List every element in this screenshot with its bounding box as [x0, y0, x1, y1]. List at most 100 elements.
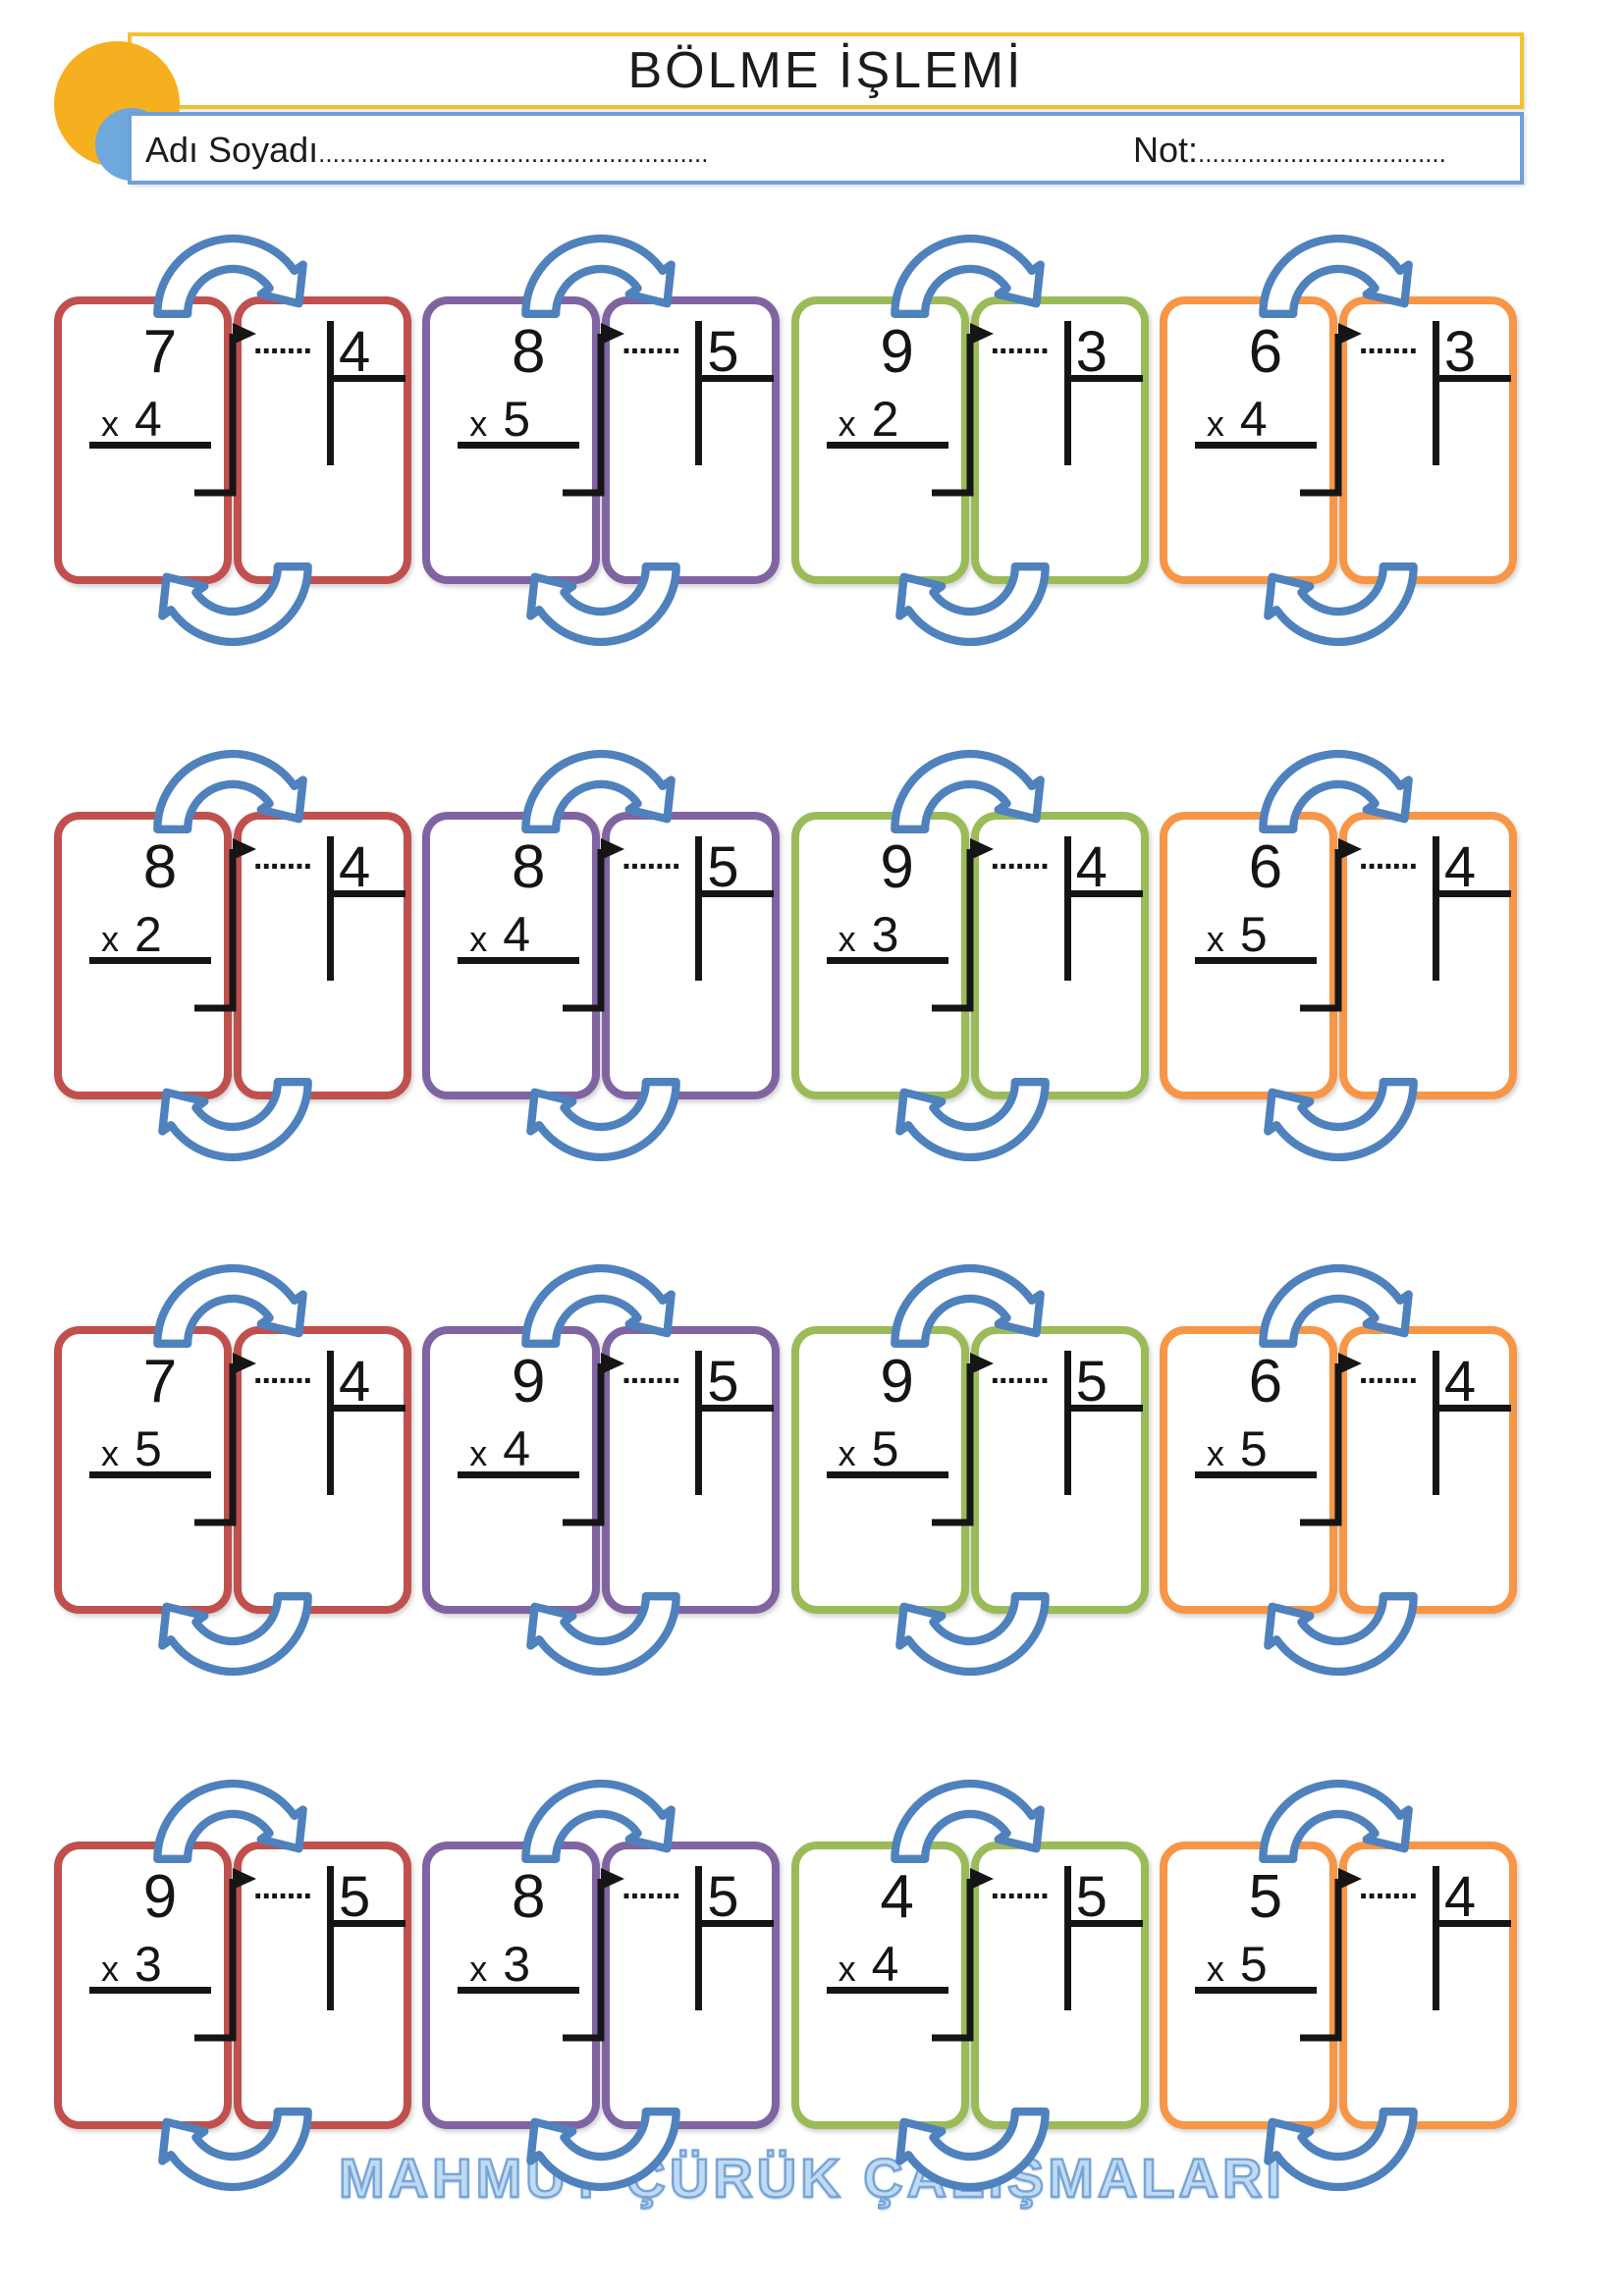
multiplier: 4 [135, 392, 162, 447]
division-bracket-vertical-line [1432, 1866, 1439, 2011]
division-bracket-vertical-line [327, 835, 334, 981]
dividend-blank[interactable]: ....... [622, 324, 680, 361]
division-panel [1338, 1326, 1517, 1615]
dividend-blank[interactable]: ....... [990, 1354, 1050, 1392]
quotient-answer-blank[interactable] [339, 1932, 396, 1989]
division-card: 7 x 4 ....... 4 [54, 234, 411, 647]
times-sign: x [1206, 403, 1224, 444]
multiplier: 5 [503, 392, 531, 447]
dividend-blank[interactable]: ....... [622, 1354, 680, 1392]
division-bracket-horizontal-line [695, 1920, 775, 1928]
grade-fill-in-line[interactable]: ................................... [1198, 138, 1446, 168]
product-answer-blank[interactable] [1195, 452, 1317, 499]
product-answer-blank[interactable] [458, 452, 579, 499]
product-answer-blank[interactable] [1195, 1997, 1317, 2044]
product-answer-blank[interactable] [458, 967, 579, 1014]
product-answer-blank[interactable] [89, 452, 211, 499]
dividend-blank[interactable]: ....... [990, 1869, 1050, 1907]
dividend-blank[interactable]: ....... [1358, 324, 1418, 361]
multiplier: 5 [1239, 906, 1268, 962]
division-bracket-vertical-line [1063, 1866, 1071, 2011]
division-panel [602, 1842, 781, 2130]
product-answer-blank[interactable] [827, 1481, 948, 1528]
times-sign: x [469, 1949, 488, 1990]
multiplier-row: x 4 [469, 910, 530, 959]
multiplier-row: x 5 [839, 1424, 899, 1473]
name-fill-in-line[interactable]: ........................................… [318, 138, 709, 168]
division-panel [970, 1326, 1149, 1615]
division-card: 9 x 3 ....... 4 [790, 749, 1149, 1161]
divisor: 4 [1443, 834, 1477, 899]
dividend-blank[interactable]: ....... [253, 324, 312, 361]
multiplicand: 7 [142, 1348, 178, 1416]
product-answer-blank[interactable] [458, 1481, 579, 1528]
dividend-blank[interactable]: ....... [1358, 1869, 1418, 1907]
multiplication-answer-line [826, 956, 948, 964]
quotient-answer-blank[interactable] [707, 1932, 764, 1989]
quotient-answer-blank[interactable] [1444, 387, 1501, 444]
division-bracket-vertical-line [327, 321, 334, 465]
dividend-blank[interactable]: ....... [253, 1354, 312, 1392]
multiplier: 4 [871, 1937, 899, 1993]
dividend-blank[interactable]: ....... [990, 838, 1050, 877]
multiplier-row: x 5 [1207, 1940, 1268, 1989]
product-answer-blank[interactable] [89, 1997, 211, 2044]
quotient-answer-blank[interactable] [339, 387, 396, 444]
dividend-blank[interactable]: ....... [253, 838, 312, 877]
quotient-answer-blank[interactable] [1444, 1416, 1501, 1473]
division-panel [234, 296, 411, 584]
division-card: 8 x 2 ....... 4 [54, 749, 411, 1161]
quotient-answer-blank[interactable] [707, 1416, 764, 1473]
division-bracket-vertical-line [695, 1351, 703, 1496]
division-bracket-horizontal-line [695, 375, 775, 382]
product-answer-blank[interactable] [89, 1481, 211, 1528]
dividend-blank[interactable]: ....... [990, 324, 1050, 361]
cycle-arrow-top-icon [153, 1264, 307, 1349]
product-answer-blank[interactable] [458, 1997, 579, 2044]
multiplicand: 8 [512, 832, 546, 901]
quotient-answer-blank[interactable] [1076, 387, 1133, 444]
cycle-arrow-top-icon [521, 1264, 677, 1349]
quotient-answer-blank[interactable] [1444, 1932, 1501, 1989]
quotient-answer-blank[interactable] [1076, 1416, 1133, 1473]
product-answer-blank[interactable] [1195, 1481, 1317, 1528]
product-answer-blank[interactable] [1195, 967, 1317, 1014]
product-answer-blank[interactable] [827, 967, 948, 1014]
quotient-answer-blank[interactable] [1076, 902, 1133, 959]
times-sign: x [838, 403, 856, 444]
quotient-answer-blank[interactable] [707, 902, 764, 959]
multiplicand: 9 [142, 1863, 178, 1932]
cycle-arrow-bottom-icon [1264, 562, 1418, 647]
cycle-arrow-bottom-icon [894, 1077, 1050, 1161]
division-card: 7 x 5 ....... 4 [54, 1264, 411, 1677]
quotient-answer-blank[interactable] [1076, 1932, 1133, 1989]
product-answer-blank[interactable] [827, 1997, 948, 2044]
dividend-blank[interactable]: ....... [1358, 838, 1418, 877]
product-answer-blank[interactable] [827, 452, 948, 499]
cycle-arrow-bottom-icon [526, 1592, 681, 1677]
division-bracket-horizontal-line [1432, 1405, 1511, 1413]
division-bracket-vertical-line [1432, 1351, 1439, 1496]
quotient-answer-blank[interactable] [1444, 902, 1501, 959]
quotient-answer-blank[interactable] [707, 387, 764, 444]
multiplier: 3 [135, 1937, 162, 1993]
dividend-blank[interactable]: ....... [622, 1869, 680, 1907]
student-info-bar: Adı Soyadı..............................… [128, 112, 1524, 185]
multiplicand: 9 [880, 318, 914, 386]
dividend-blank[interactable]: ....... [622, 838, 680, 877]
dividend-blank[interactable]: ....... [1358, 1354, 1418, 1392]
multiplier-row: x 2 [839, 395, 899, 444]
dividend-blank[interactable]: ....... [253, 1869, 312, 1907]
multiplier-row: x 3 [469, 1940, 530, 1989]
multiplier-row: x 2 [101, 910, 162, 959]
division-bracket-horizontal-line [1432, 889, 1511, 897]
cycle-arrow-bottom-icon [894, 1592, 1050, 1677]
quotient-answer-blank[interactable] [339, 1416, 396, 1473]
division-card: 4 x 4 ....... 5 [790, 1780, 1149, 2192]
multiplication-answer-line [458, 1987, 580, 1995]
product-answer-blank[interactable] [89, 967, 211, 1014]
divisor: 3 [1443, 320, 1477, 384]
quotient-answer-blank[interactable] [339, 902, 396, 959]
multiplicand: 5 [1248, 1863, 1283, 1932]
